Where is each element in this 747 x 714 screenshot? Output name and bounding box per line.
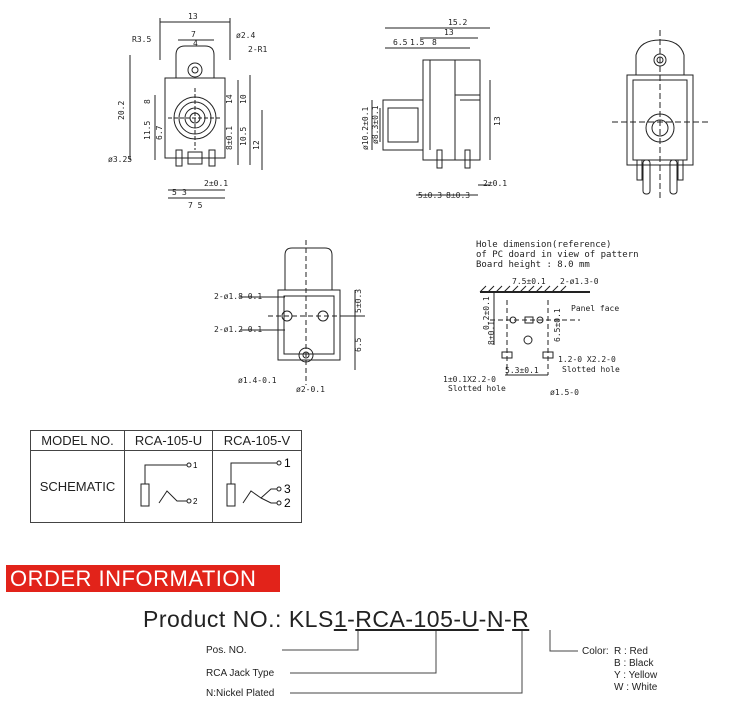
svg-text:13: 13 bbox=[493, 116, 502, 126]
svg-text:11.5: 11.5 bbox=[143, 121, 152, 140]
svg-text:ø1.5-0: ø1.5-0 bbox=[550, 388, 579, 397]
svg-text:3: 3 bbox=[182, 188, 187, 197]
product-number-line: Product NO.: KLS1-RCA-105-U-N-R bbox=[143, 606, 529, 633]
schematic-u-cell: 1 2 bbox=[124, 450, 213, 523]
model-schematic-table: MODEL NO. RCA-105-U RCA-105-V SCHEMATIC … bbox=[30, 430, 302, 523]
code-type: RCA-105-U bbox=[355, 606, 479, 632]
code-prefix: KLS bbox=[288, 606, 334, 632]
drawing-dimension-labels: 13 7 4 R3.5 ø2.4 2-R1 20.2 8 11.5 6.7 14… bbox=[108, 12, 639, 397]
callout-lines bbox=[282, 630, 578, 694]
schematic-v-pin-2: 2 bbox=[284, 496, 291, 510]
svg-text:4: 4 bbox=[193, 39, 198, 48]
svg-text:5±0.3: 5±0.3 bbox=[354, 289, 363, 313]
svg-text:ø8.3±0.1: ø8.3±0.1 bbox=[371, 105, 380, 144]
schematic-v-pin-1: 1 bbox=[284, 456, 291, 470]
svg-text:6.7: 6.7 bbox=[155, 125, 164, 140]
svg-text:7.5±0.1: 7.5±0.1 bbox=[512, 277, 546, 286]
svg-text:ø1.4-0.1: ø1.4-0.1 bbox=[238, 376, 277, 385]
jack-type-callout: RCA Jack Type bbox=[206, 668, 275, 679]
svg-text:ø2.4: ø2.4 bbox=[236, 31, 255, 40]
svg-text:8±0.3: 8±0.3 bbox=[446, 191, 470, 200]
svg-text:6.5±0.1: 6.5±0.1 bbox=[553, 308, 562, 342]
svg-text:2±0.1: 2±0.1 bbox=[204, 179, 228, 188]
svg-text:5±0.3: 5±0.3 bbox=[418, 191, 442, 200]
svg-text:ø2-0.1: ø2-0.1 bbox=[296, 385, 325, 394]
svg-text:Hole dimension(reference): Hole dimension(reference) bbox=[476, 240, 611, 250]
schematic-v-diagram: 1 3 2 bbox=[226, 456, 291, 510]
color-callout-title: Color: bbox=[582, 646, 609, 657]
svg-text:6.5: 6.5 bbox=[393, 38, 408, 47]
side-view-drawing bbox=[371, 27, 491, 196]
schematic-u-pin-1: 1 bbox=[193, 461, 198, 470]
svg-text:R3.5: R3.5 bbox=[132, 35, 151, 44]
schematic-u-diagram: 1 2 bbox=[140, 461, 198, 507]
svg-text:1.5: 1.5 bbox=[410, 38, 425, 47]
svg-text:2-ø1.3-0: 2-ø1.3-0 bbox=[560, 277, 599, 286]
svg-text:0.2±0.1: 0.2±0.1 bbox=[482, 296, 491, 330]
svg-text:2-ø1.8-0.1: 2-ø1.8-0.1 bbox=[214, 292, 262, 301]
code-dash-1: - bbox=[347, 606, 356, 632]
code-pos: 1 bbox=[333, 606, 348, 632]
svg-text:13: 13 bbox=[444, 28, 454, 37]
svg-text:ø3.25: ø3.25 bbox=[108, 155, 132, 164]
schematic-v-pin-3: 3 bbox=[284, 482, 291, 496]
svg-text:ø10.2±0.1: ø10.2±0.1 bbox=[361, 106, 370, 150]
svg-text:8±0.1: 8±0.1 bbox=[487, 321, 496, 345]
top-view-drawing bbox=[129, 18, 263, 199]
svg-text:8: 8 bbox=[432, 38, 437, 47]
product-label: Product NO.: bbox=[143, 606, 282, 632]
svg-text:1.2-0 X2.2-0: 1.2-0 X2.2-0 bbox=[558, 355, 616, 364]
svg-text:2-ø1.2-0.1: 2-ø1.2-0.1 bbox=[214, 325, 262, 334]
color-option-white: W : White bbox=[614, 682, 658, 693]
svg-text:15.2: 15.2 bbox=[448, 18, 467, 27]
svg-text:1±0.1X2.2-0: 1±0.1X2.2-0 bbox=[443, 375, 496, 384]
svg-text:Slotted hole: Slotted hole bbox=[448, 384, 506, 393]
rear-view-drawing bbox=[612, 30, 708, 200]
schematic-u-pin-2: 2 bbox=[193, 497, 198, 506]
hole-pattern-drawing bbox=[479, 285, 590, 376]
svg-text:Slotted hole: Slotted hole bbox=[562, 365, 620, 374]
model-v-name: RCA-105-V bbox=[212, 430, 302, 451]
svg-text:14: 14 bbox=[225, 94, 234, 104]
schematic-label: SCHEMATIC bbox=[30, 450, 125, 523]
svg-text:13: 13 bbox=[188, 12, 198, 21]
code-color: R bbox=[512, 606, 530, 632]
svg-text:20.2: 20.2 bbox=[117, 101, 126, 120]
color-option-yellow: Y : Yellow bbox=[614, 670, 658, 681]
svg-text:2±0.1: 2±0.1 bbox=[483, 179, 507, 188]
bottom-view-drawing bbox=[240, 240, 365, 385]
svg-text:5.3±0.1: 5.3±0.1 bbox=[505, 366, 539, 375]
model-no-header: MODEL NO. bbox=[30, 430, 125, 451]
svg-text:12: 12 bbox=[252, 140, 261, 150]
schematic-v-cell: 1 3 2 bbox=[212, 450, 302, 523]
code-dash-2: - bbox=[478, 606, 487, 632]
svg-text:Panel face: Panel face bbox=[571, 304, 619, 313]
svg-text:6.5: 6.5 bbox=[354, 337, 363, 352]
svg-text:8±0.1: 8±0.1 bbox=[225, 126, 234, 150]
svg-text:10.5: 10.5 bbox=[239, 127, 248, 146]
color-option-black: B : Black bbox=[614, 658, 654, 669]
svg-text:5: 5 bbox=[172, 188, 177, 197]
code-dash-3: - bbox=[503, 606, 513, 632]
plating-callout: N:Nickel Plated bbox=[206, 688, 275, 699]
svg-text:7 5: 7 5 bbox=[188, 201, 203, 210]
svg-text:of PC doard in view of pattern: of PC doard in view of pattern bbox=[476, 250, 639, 260]
svg-text:Board height : 8.0 mm: Board height : 8.0 mm bbox=[476, 260, 590, 270]
color-option-red: R : Red bbox=[614, 646, 648, 657]
svg-text:8: 8 bbox=[143, 99, 152, 104]
svg-text:10: 10 bbox=[239, 94, 248, 104]
code-plating: N bbox=[486, 606, 504, 632]
model-u-name: RCA-105-U bbox=[124, 430, 213, 451]
svg-text:7: 7 bbox=[191, 30, 196, 39]
order-information-banner: ORDER INFORMATION bbox=[6, 565, 280, 592]
pos-no-callout: Pos. NO. bbox=[206, 645, 247, 656]
svg-text:2-R1: 2-R1 bbox=[248, 45, 267, 54]
